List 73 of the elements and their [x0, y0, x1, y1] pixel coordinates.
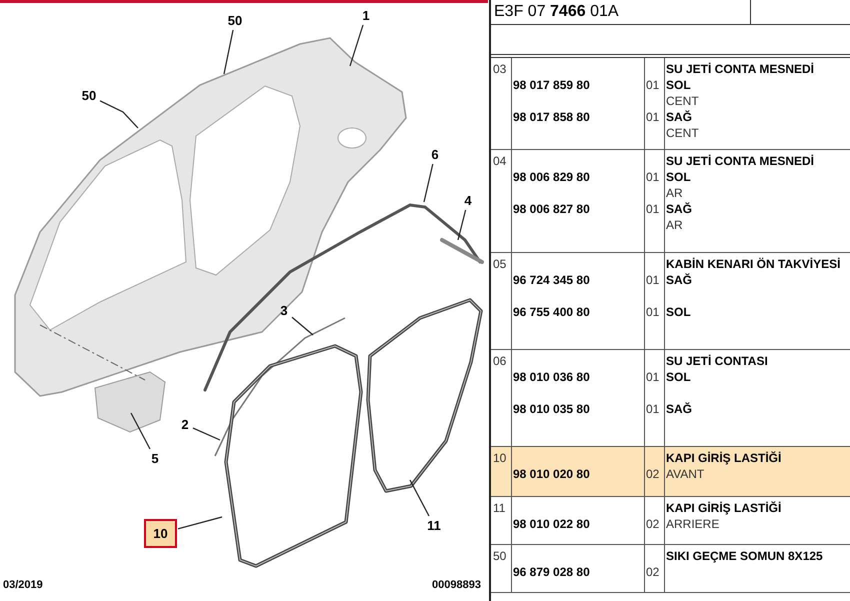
part-number: 98 010 022 80 — [513, 517, 590, 532]
side-label: SAĞ — [666, 402, 692, 417]
group-number: 03 — [493, 62, 506, 77]
quantity: 01 — [646, 110, 660, 125]
group-number: 04 — [493, 154, 506, 169]
quantity: 02 — [646, 517, 660, 532]
callout-number: 50 — [79, 87, 99, 104]
callout-number: 1 — [359, 7, 373, 24]
leader-line — [457, 210, 466, 240]
leader-line — [192, 428, 220, 441]
callout-number: 5 — [148, 450, 162, 467]
quantity: 01 — [646, 78, 660, 93]
part-number: 98 010 035 80 — [513, 402, 590, 417]
side-label: SAĞ — [666, 273, 692, 288]
group-number: 11 — [493, 501, 506, 516]
part-number: 98 017 858 80 — [513, 110, 590, 125]
group-number: 50 — [493, 549, 506, 564]
part-number: 98 017 859 80 — [513, 78, 590, 93]
part-description: SU JETİ CONTA MESNEDİ — [666, 62, 814, 77]
side-label: SOL — [666, 305, 691, 320]
leader-line — [292, 316, 314, 336]
part-number: 98 006 827 80 — [513, 202, 590, 217]
quantity: 01 — [646, 202, 660, 217]
side-label: SAĞ — [666, 110, 692, 125]
leader-line — [223, 30, 234, 74]
callout-number: 6 — [428, 146, 442, 163]
callout-number: 11 — [424, 517, 444, 534]
side-label: SOL — [666, 370, 691, 385]
side-label: SOL — [666, 78, 691, 93]
quantity: 01 — [646, 170, 660, 185]
callout-number: 3 — [277, 302, 291, 319]
leader-line — [423, 164, 434, 202]
leader-line — [178, 516, 222, 530]
leader-line — [130, 412, 151, 450]
quantity: 01 — [646, 370, 660, 385]
variant-note: AVANT — [666, 467, 704, 482]
side-label: SAĞ — [666, 202, 692, 217]
date-code: 03/2019 — [3, 578, 43, 593]
variant-note: CENT — [666, 126, 699, 141]
part-description: SU JETİ CONTASI — [666, 354, 768, 369]
reference-code: E3F 07 7466 01A — [494, 2, 619, 22]
leader-line — [100, 100, 138, 128]
quantity: 01 — [646, 402, 660, 417]
quantity: 01 — [646, 305, 660, 320]
side-label: SOL — [666, 170, 691, 185]
part-description: KABİN KENARI ÖN TAKVİYESİ — [666, 257, 840, 272]
group-number: 06 — [493, 354, 506, 369]
part-number: 98 010 020 80 — [513, 467, 590, 482]
group-number: 10 — [493, 451, 506, 466]
quantity: 02 — [646, 467, 660, 482]
variant-note: AR — [666, 186, 683, 201]
part-description: SIKI GEÇME SOMUN 8X125 — [666, 549, 823, 564]
part-number: 96 879 028 80 — [513, 565, 590, 580]
drawing-number: 00098893 — [432, 578, 481, 593]
callout-number: 2 — [178, 416, 192, 433]
part-description: SU JETİ CONTA MESNEDİ — [666, 154, 814, 169]
part-description: KAPI GİRİŞ LASTİĞİ — [666, 501, 782, 516]
callout-number: 10 — [144, 519, 177, 548]
callout-number: 4 — [461, 192, 475, 209]
variant-note: ARRIERE — [666, 517, 720, 532]
callout-number: 50 — [225, 12, 245, 29]
quantity: 02 — [646, 565, 660, 580]
group-number: 05 — [493, 257, 506, 272]
variant-note: CENT — [666, 94, 699, 109]
variant-note: AR — [666, 218, 683, 233]
part-number: 96 724 345 80 — [513, 273, 590, 288]
leader-line — [409, 480, 430, 516]
part-number: 98 010 036 80 — [513, 370, 590, 385]
part-number: 98 006 829 80 — [513, 170, 590, 185]
part-description: KAPI GİRİŞ LASTİĞİ — [666, 451, 782, 466]
quantity: 01 — [646, 273, 660, 288]
leader-line — [349, 24, 364, 66]
part-number: 96 755 400 80 — [513, 305, 590, 320]
